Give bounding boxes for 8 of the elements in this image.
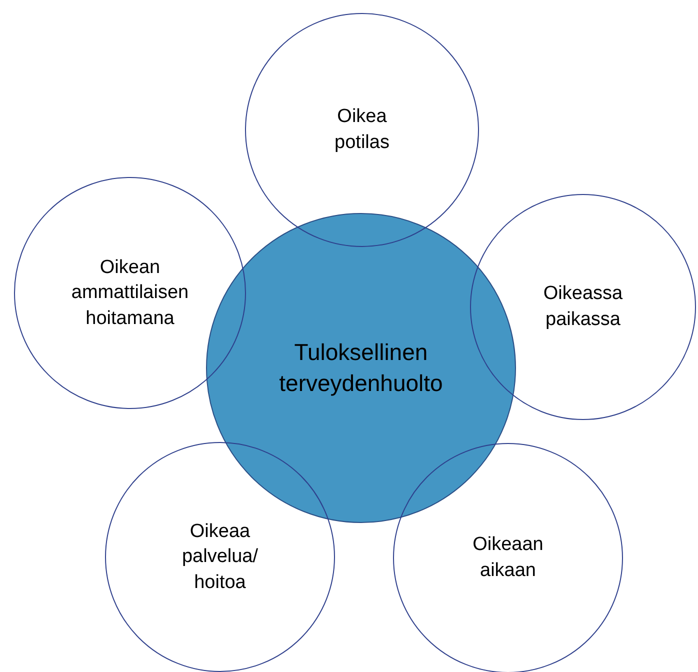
circle-label: Oikea potilas <box>334 105 390 155</box>
circle-label: Oikeaan aikaan <box>472 533 544 583</box>
circle-label: Tuloksellinen terveydenhuolto <box>278 338 444 398</box>
outline-circle <box>393 443 623 672</box>
circle-label: Oikeassa paikassa <box>542 282 624 332</box>
circle-label: Oikeaa palvelua/ hoitoa <box>180 520 260 595</box>
circle-label: Oikean ammattilaisen hoitamana <box>70 256 190 331</box>
outline-circle <box>105 442 335 672</box>
